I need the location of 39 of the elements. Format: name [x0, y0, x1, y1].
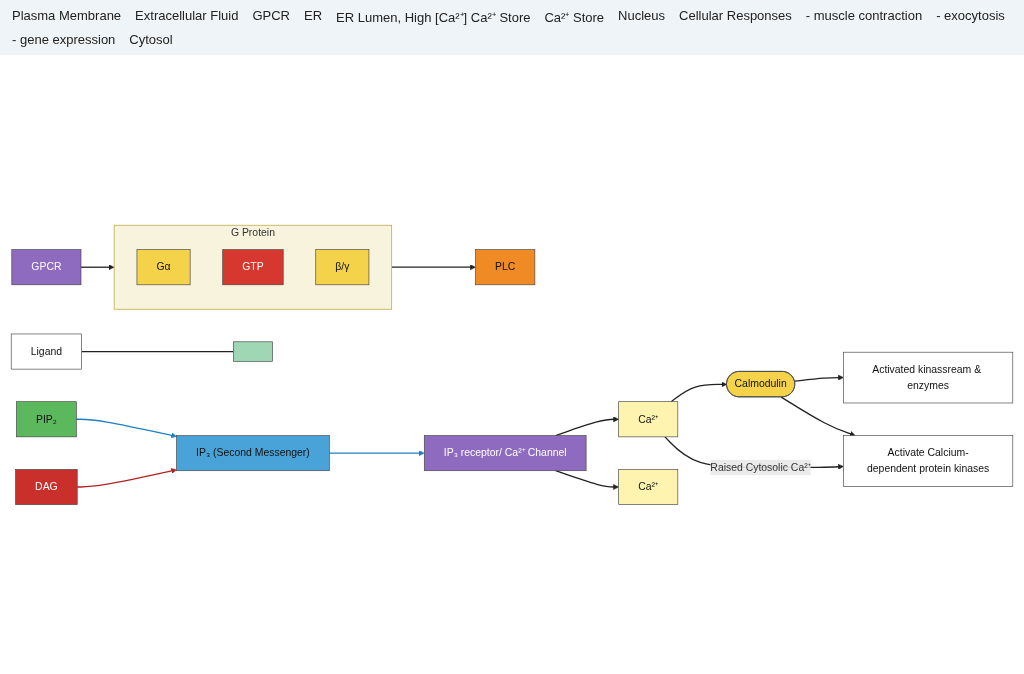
label-text: - muscle contraction	[805, 8, 923, 25]
arrow	[76, 467, 177, 488]
arrow	[794, 374, 844, 382]
node-box: PLC	[475, 248, 536, 285]
node-box	[233, 341, 273, 362]
arrow	[75, 418, 177, 438]
node-box: Ligand	[10, 333, 82, 370]
arrow	[80, 263, 115, 270]
node-box: PIP₂	[16, 400, 77, 437]
node-box: IP₃ (Second Messenger)	[176, 434, 330, 471]
node-box: DAG	[15, 468, 78, 505]
label-text: Ca²⁺ Store	[544, 9, 605, 26]
node-box: Activate Calcium-dependent protein kinases	[843, 434, 1014, 487]
node-box: GPCR	[11, 248, 82, 285]
node-box: IP₃ receptor/ Ca²⁺ Channel	[423, 434, 587, 471]
arrow	[780, 396, 856, 437]
label-text: - gene expression	[12, 32, 116, 47]
label-text: Cellular Responses	[679, 8, 792, 25]
label-text: - exocytosis	[936, 8, 1005, 25]
node-box: β/γ	[315, 248, 370, 285]
node-box: Gα	[136, 248, 191, 285]
arrow	[670, 381, 728, 402]
node-box: Ca²⁺	[618, 400, 679, 437]
label-text: Extracellular Fluid	[135, 8, 239, 25]
arrow	[391, 263, 476, 270]
arrow	[555, 469, 619, 490]
connector	[80, 350, 235, 352]
label-text: ER	[304, 8, 323, 25]
label-text: Cytosol	[129, 32, 173, 47]
label-text: Plasma Membrane	[12, 8, 122, 25]
label-text: GPCR	[252, 8, 290, 25]
label-text: ER Lumen, High [Ca²⁺] Ca²⁺ Store	[336, 9, 531, 26]
node-box: Ca²⁺	[618, 468, 679, 505]
label-text: Nucleus	[618, 8, 666, 25]
arrow	[328, 449, 425, 456]
node-box: Activated kinassream & enzymes	[843, 351, 1014, 403]
edge-label: Raised Cytosolic Ca²⁺	[710, 461, 811, 473]
node-box: GTP	[222, 248, 284, 285]
arrow	[555, 416, 619, 436]
